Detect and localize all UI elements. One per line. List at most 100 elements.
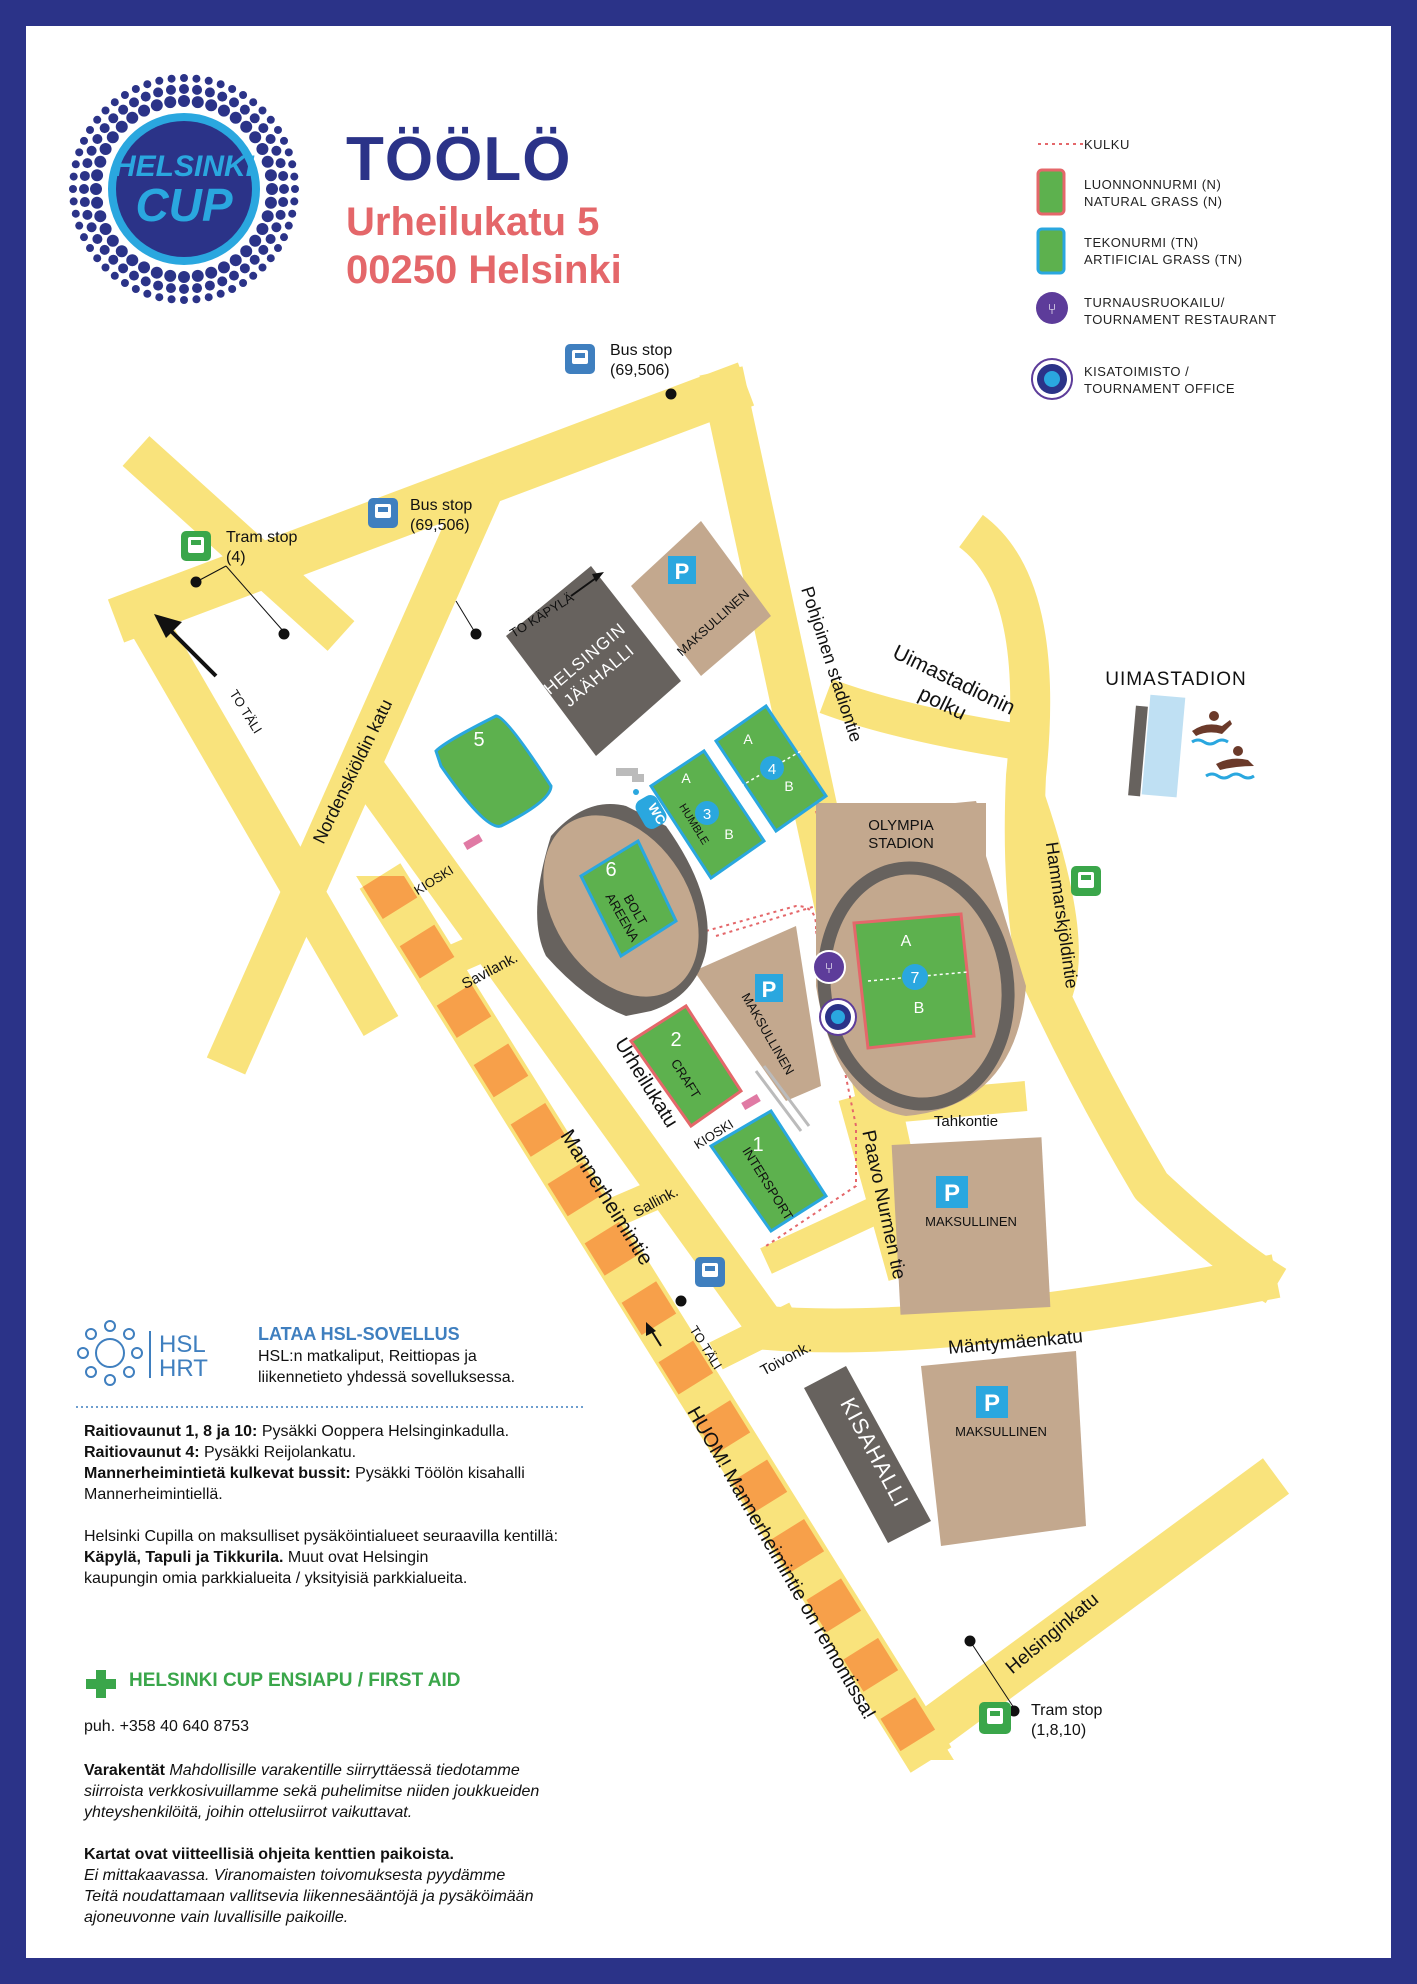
- helsingin-jaahalli: HELSINGINJÄÄHALLI: [506, 566, 681, 756]
- hrt-logo-text: HRT: [159, 1355, 208, 1382]
- svg-text:5: 5: [473, 729, 484, 751]
- road-mantymaen: [743, 1254, 1281, 1353]
- transit-info: Raitiovaunut 1, 8 ja 10: Pysäkki Ooppera…: [84, 1423, 559, 1587]
- stop-labels: Bus stop (69,506) Bus stop (69,506) Tram…: [226, 342, 1103, 1739]
- legend-walk: KULKU: [1084, 137, 1130, 152]
- swimmer-icon: [1192, 711, 1254, 770]
- stop-markers: [190, 388, 1020, 1717]
- tram-icon-bottom: [979, 1702, 1011, 1734]
- svg-text:P: P: [762, 977, 777, 1002]
- road-hammarskjold-spur: [1011, 781, 1079, 1015]
- tram-icon-right: [1071, 866, 1101, 896]
- wc-icon: WC: [616, 768, 669, 829]
- field-1: 1 INTERSPORT: [708, 1108, 829, 1234]
- bus-icon-lower: [695, 1257, 725, 1287]
- legend-natural-fi: LUONNONNURMI (N): [1084, 177, 1222, 192]
- svg-text:TO TÄLI: TO TÄLI: [227, 687, 266, 736]
- svg-text:HELSINKI: HELSINKI: [114, 150, 255, 183]
- svg-text:Bus stop: Bus stop: [610, 342, 672, 359]
- svg-text:CUP: CUP: [135, 179, 232, 231]
- svg-text:A: A: [681, 770, 691, 786]
- svg-text:B: B: [784, 778, 793, 794]
- walk-path-3: [715, 905, 817, 937]
- legend-restaurant-fi: TURNAUSRUOKAILU/: [1084, 295, 1225, 310]
- hsl-line-1: HSL:n matkaliput, Reittiopas ja: [258, 1348, 477, 1365]
- svg-text:6: 6: [605, 859, 616, 881]
- arrow-to-kapyla: [570, 572, 604, 597]
- svg-text:⑂: ⑂: [1047, 301, 1056, 318]
- arrow-to-tali-2: [646, 1322, 662, 1347]
- tram-icon-left: [181, 531, 211, 561]
- field-5: 5: [434, 714, 553, 828]
- road-to-tali: [123, 600, 399, 1037]
- svg-text:B: B: [724, 826, 733, 842]
- svg-text:P: P: [984, 1390, 1000, 1417]
- field-7: 7 A B: [852, 912, 976, 1050]
- svg-text:UIMASTADION: UIMASTADION: [1105, 669, 1247, 690]
- arrow-to-tali: [154, 614, 218, 678]
- svg-text:MAKSULLINEN: MAKSULLINEN: [955, 1424, 1047, 1439]
- restaurant-icon: ⑂: [812, 950, 846, 984]
- svg-text:MAKSULLINEN: MAKSULLINEN: [925, 1214, 1017, 1229]
- svg-text:Tahkontie: Tahkontie: [934, 1113, 998, 1130]
- svg-text:2: 2: [670, 1029, 681, 1051]
- svg-text:Bus stop: Bus stop: [410, 497, 472, 514]
- postal-address: 00250 Helsinki: [346, 248, 622, 292]
- kiosk-1: [463, 834, 483, 850]
- legend-natural-en: NATURAL GRASS (N): [1084, 194, 1223, 209]
- svg-text:STADION: STADION: [868, 835, 934, 852]
- first-aid-phone: puh. +358 40 640 8753: [84, 1718, 250, 1735]
- svg-text:A: A: [743, 731, 753, 747]
- parking-bottom: P MAKSULLINEN: [921, 1351, 1086, 1546]
- field-3: 3 A B HUMBLE: [648, 748, 767, 881]
- street-address: Urheilukatu 5: [346, 200, 600, 244]
- notes: Varakentät Mahdollisille varakentille si…: [84, 1762, 540, 1926]
- svg-text:7: 7: [911, 970, 920, 987]
- page-title: TÖÖLÖ: [346, 125, 572, 194]
- legend-icons: ⑂: [1031, 143, 1084, 400]
- olympia-stadion: OLYMPIA STADION 7 A B ⑂: [812, 801, 1026, 1116]
- road-upper-left: [122, 436, 355, 651]
- road-top-diagonal: [107, 362, 755, 643]
- field-4: 4 A B: [713, 703, 829, 834]
- legend-artificial-fi: TEKONURMI (TN): [1084, 235, 1199, 250]
- svg-text:4: 4: [768, 761, 776, 778]
- hsl-line-2: liikennetieto yhdessä sovelluksessa.: [258, 1369, 516, 1386]
- svg-text:3: 3: [703, 806, 711, 823]
- first-aid-icon: [86, 1670, 116, 1698]
- legend-artificial-en: ARTIFICIAL GRASS (TN): [1084, 252, 1243, 267]
- svg-text:1: 1: [752, 1134, 763, 1156]
- legend-office-fi: KISATOIMISTO /: [1084, 364, 1190, 379]
- road-helsinginkatu: [922, 1458, 1290, 1744]
- legend-office-en: TOURNAMENT OFFICE: [1084, 381, 1236, 396]
- kiosk-2: [741, 1094, 761, 1110]
- hsl-logo-text: HSL: [159, 1331, 206, 1358]
- field-2: 2 CRAFT: [628, 1003, 744, 1129]
- svg-text:A: A: [901, 933, 912, 950]
- parking-lower-right: P MAKSULLINEN: [891, 1137, 1051, 1315]
- svg-text:⑂: ⑂: [824, 960, 833, 977]
- uimastadion: UIMASTADION: [1105, 669, 1255, 798]
- kisahalli: KISAHALLI: [804, 1366, 931, 1543]
- bus-icon-mid: [368, 498, 398, 528]
- svg-text:OLYMPIA: OLYMPIA: [868, 817, 934, 834]
- svg-text:(69,506): (69,506): [610, 362, 670, 379]
- hsl-title: LATAA HSL-SOVELLUS: [258, 1324, 460, 1344]
- road-hammarskjold: [958, 514, 1287, 1304]
- svg-text:(4): (4): [226, 549, 246, 566]
- map-page: HELSINGINJÄÄHALLI P MAKSULLINEN P MAKSUL…: [26, 26, 1391, 1958]
- legend-restaurant-en: TOURNAMENT RESTAURANT: [1084, 312, 1277, 327]
- svg-text:Tram stop: Tram stop: [1031, 1702, 1103, 1719]
- bolt-areena: 6 BOLTAREENA: [537, 804, 708, 1016]
- first-aid-title: HELSINKI CUP ENSIAPU / FIRST AID: [129, 1670, 461, 1691]
- field-6: 6 BOLTAREENA: [579, 838, 678, 959]
- road-urheilukatu: [349, 759, 783, 1338]
- stand-stripes: [754, 1065, 811, 1132]
- road-nordenskiold: [206, 472, 506, 1075]
- svg-text:Tram stop: Tram stop: [226, 529, 298, 546]
- venue-map: HELSINGINJÄÄHALLI P MAKSULLINEN P MAKSUL…: [66, 71, 1290, 1773]
- svg-text:P: P: [944, 1180, 960, 1207]
- helsinki-cup-logo: HELSINKI CUP: [66, 71, 302, 307]
- hsl-sun-icon: [77, 1320, 143, 1386]
- svg-text:B: B: [914, 1000, 925, 1017]
